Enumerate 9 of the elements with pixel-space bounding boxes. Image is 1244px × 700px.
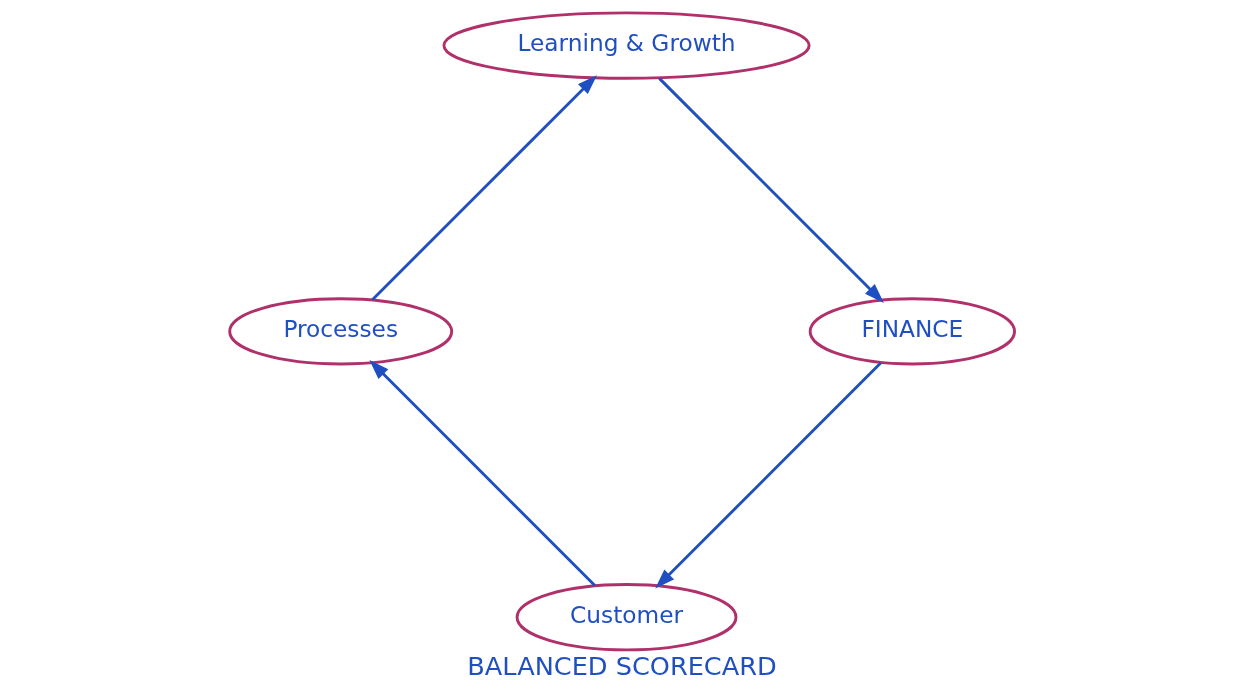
node-ellipse: Processes (228, 297, 454, 366)
node-ellipse: FINANCE (808, 297, 1016, 366)
arrow (658, 77, 884, 303)
arrow (371, 75, 597, 301)
diagram-title: BALANCED SCORECARD (467, 651, 777, 682)
arrow (369, 360, 596, 587)
node-ellipse: Customer (515, 583, 738, 652)
node-ellipse: Learning & Growth (442, 11, 811, 80)
arrow (655, 362, 882, 589)
